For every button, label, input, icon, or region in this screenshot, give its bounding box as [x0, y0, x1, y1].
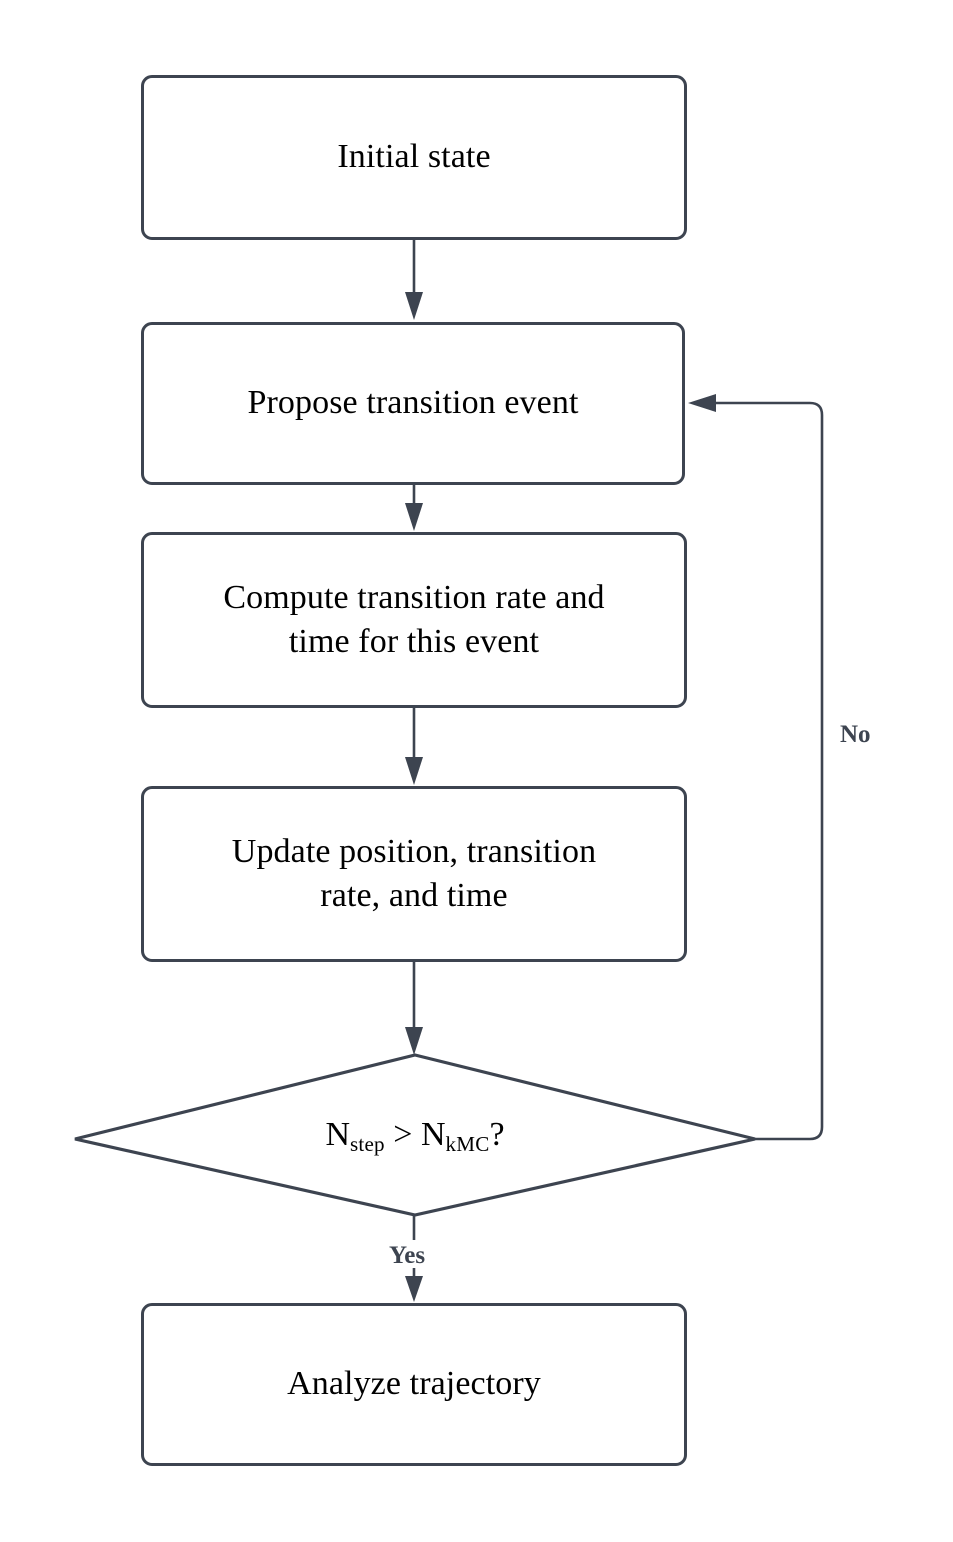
edge-decision-no-to-propose [688, 394, 824, 1141]
node-propose-transition-event-label: Propose transition event [247, 384, 579, 422]
edge-compute-to-update [405, 708, 423, 785]
edge-label-yes: Yes [389, 1242, 426, 1269]
node-update-position-line1: Update position, transition [231, 832, 597, 870]
node-step-check-operator: > [384, 1115, 421, 1153]
node-update-position-label: Update position, transition rate, and ti… [218, 830, 610, 918]
node-step-check[interactable]: Nstep > NkMC? [75, 1055, 755, 1215]
node-update-position[interactable]: Update position, transition rate, and ti… [141, 786, 687, 962]
node-step-check-sub2: kMC [445, 1131, 490, 1156]
node-step-check-n2: N [420, 1115, 446, 1153]
node-initial-state[interactable]: Initial state [141, 75, 687, 240]
node-analyze-trajectory[interactable]: Analyze trajectory [141, 1303, 687, 1466]
edge-initial-to-propose [405, 240, 423, 320]
node-compute-transition-rate-line2: time for this event [288, 623, 540, 660]
edge-update-to-decision [405, 962, 423, 1055]
edge-propose-to-compute [405, 485, 423, 531]
node-compute-transition-rate-label: Compute transition rate and time for thi… [209, 576, 618, 664]
edge-label-no: No [840, 721, 871, 748]
node-initial-state-label: Initial state [337, 138, 491, 176]
node-update-position-line2: rate, and time [320, 877, 508, 914]
node-step-check-sub1: step [350, 1131, 385, 1156]
node-analyze-trajectory-label: Analyze trajectory [287, 1365, 541, 1403]
node-compute-transition-rate[interactable]: Compute transition rate and time for thi… [141, 532, 687, 708]
node-propose-transition-event[interactable]: Propose transition event [141, 322, 685, 485]
node-step-check-question-mark: ? [489, 1115, 505, 1153]
node-step-check-label: Nstep > NkMC? [325, 1115, 504, 1156]
node-step-check-n1: N [325, 1115, 350, 1153]
node-compute-transition-rate-line1: Compute transition rate and [223, 578, 605, 616]
